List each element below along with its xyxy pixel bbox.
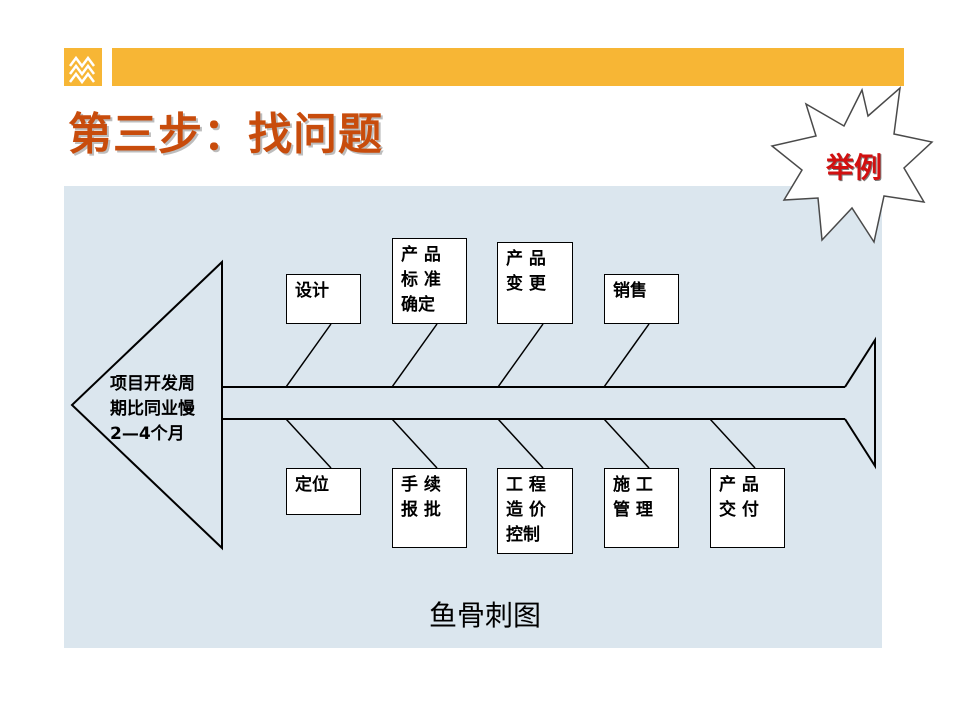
bone-bottom-5	[709, 418, 756, 469]
cause-box-bottom-1: 定位	[286, 468, 361, 515]
cause-box-top-1: 设计	[286, 274, 361, 324]
cause-box-bottom-3: 工 程 造 价 控制	[497, 468, 573, 554]
cause-box-bottom-2: 手 续 报 批	[392, 468, 467, 548]
header-accent-bar	[112, 48, 904, 86]
bone-bottom-4	[603, 418, 650, 469]
diagram-panel	[64, 186, 882, 648]
diagram-caption: 鱼骨刺图	[428, 599, 541, 632]
bone-bottom-1	[285, 418, 332, 469]
cause-box-top-4: 销售	[604, 274, 679, 324]
starburst-icon	[770, 86, 934, 244]
cause-box-top-3: 产 品 变 更	[497, 242, 573, 324]
logo-icon	[64, 48, 102, 86]
example-badge: 举例	[826, 151, 883, 184]
problem-statement: 项目开发周 期比同业慢 2—4个月	[110, 374, 195, 444]
fish-head	[70, 259, 223, 551]
bone-top-1	[285, 323, 332, 388]
cause-box-bottom-4: 施 工 管 理	[604, 468, 679, 548]
cause-box-bottom-5: 产 品 交 付	[710, 468, 785, 548]
cause-box-top-2: 产 品 标 准 确定	[392, 238, 467, 324]
bone-bottom-2	[391, 418, 438, 469]
bone-top-3	[497, 323, 544, 388]
bone-top-4	[603, 323, 650, 388]
bone-bottom-3	[497, 418, 544, 469]
fish-tail	[844, 336, 876, 470]
bone-top-2	[391, 323, 438, 388]
slide-title: 第三步：找问题	[68, 109, 383, 160]
